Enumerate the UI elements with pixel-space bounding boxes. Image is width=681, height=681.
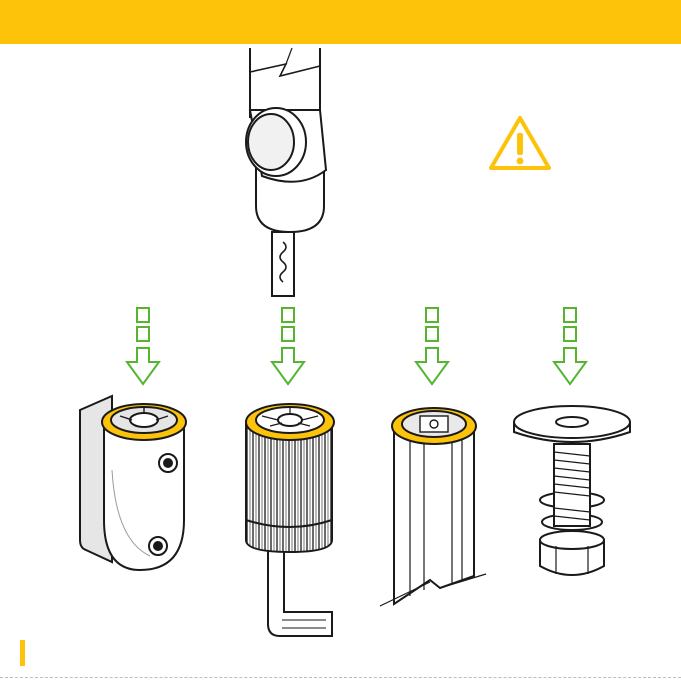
threaded-stud-mount [514,406,630,575]
page-marker [20,640,25,666]
arrow-down-icon [272,308,304,384]
arrow-down-icon [416,308,448,384]
profile-tube [380,408,486,606]
tool-head [246,48,326,296]
wall-mount-unit [80,396,186,570]
warning-triangle-icon [491,118,549,168]
pleated-filter-cartridge [246,404,334,636]
arrow-down-icon [127,308,159,384]
arrow-down-icon [554,308,586,384]
bottom-rule [0,677,681,678]
